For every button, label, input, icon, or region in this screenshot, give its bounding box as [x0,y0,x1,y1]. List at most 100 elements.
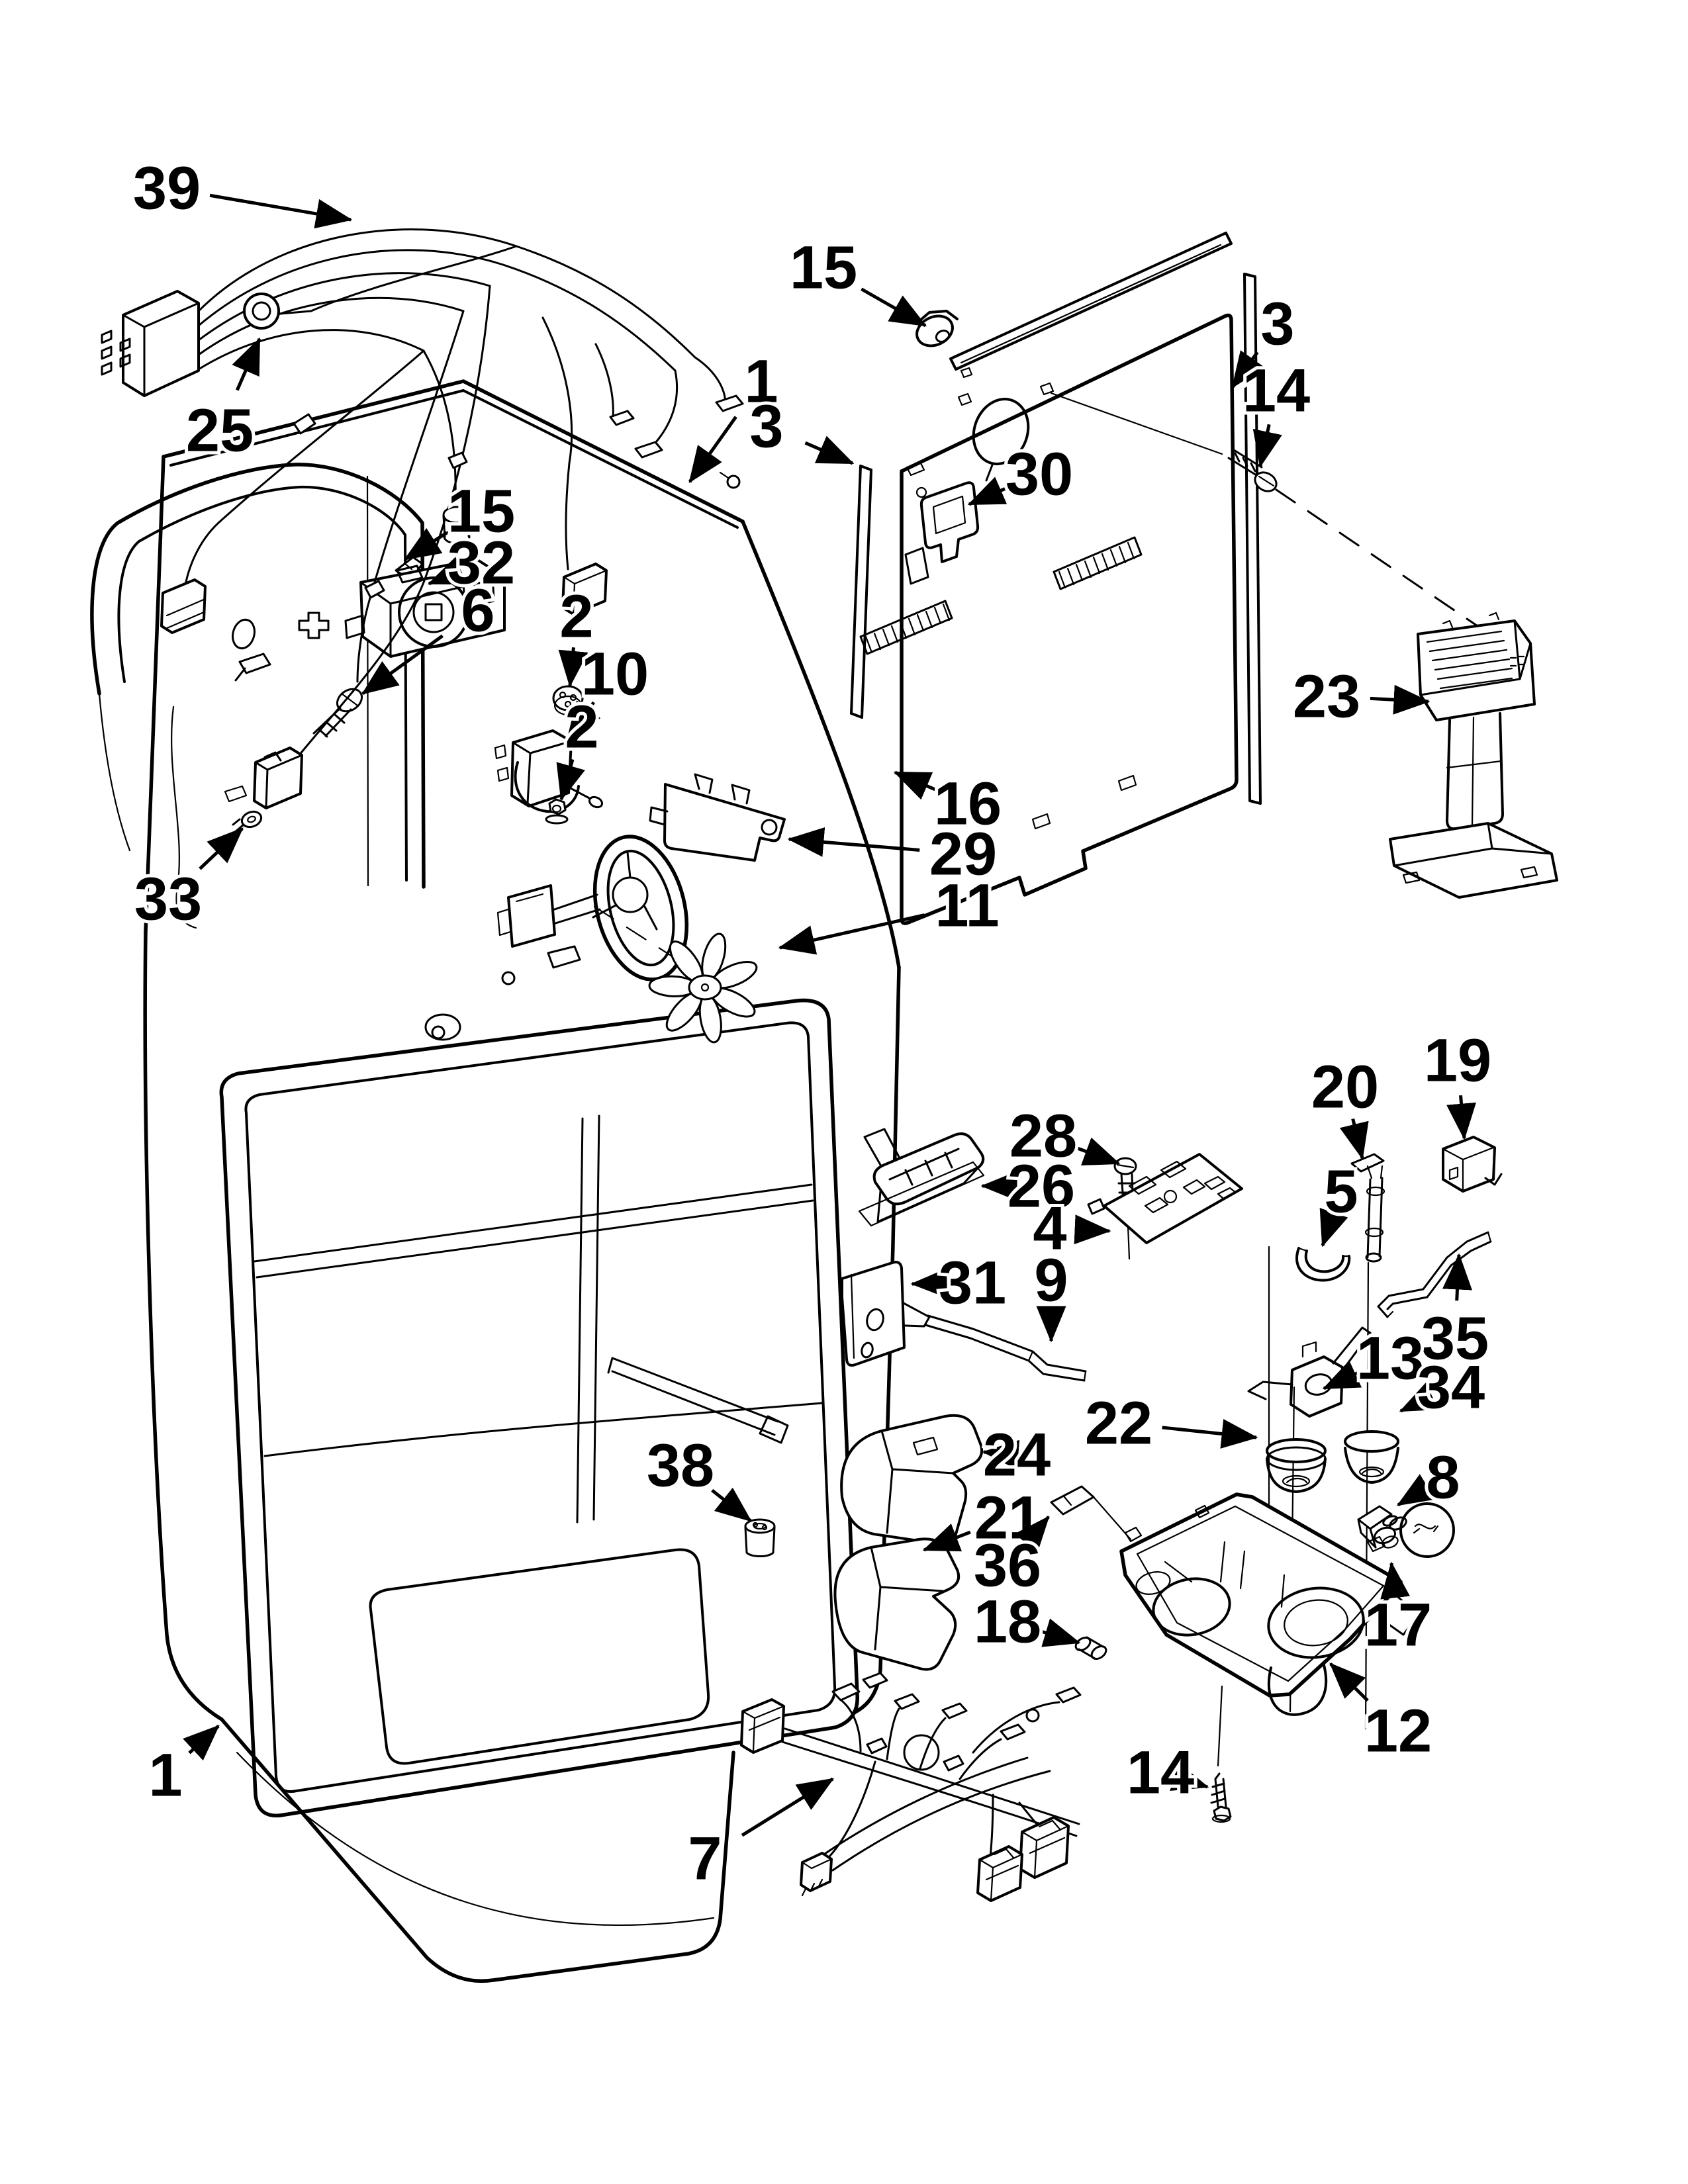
callout-label-30-8: 30 [1006,440,1073,508]
cup-34 [1344,1430,1399,1484]
callout-label-16-9: 16 [934,770,1002,837]
callout-label-7-41: 7 [688,1825,722,1892]
callout-arrow-19-24 [1446,1095,1476,1140]
callout-arrow-34-29 [1399,1383,1439,1413]
callout-label-23-7: 23 [1293,662,1360,730]
callout-label-14-6: 14 [1243,357,1310,424]
air-duct-24 [840,1414,983,1545]
callout-arrow-24-34 [982,1439,1020,1470]
callout-arrow-39-0 [209,193,353,229]
callout-arrow-1-40 [183,1725,220,1761]
cap-15-top [915,310,959,347]
callout-arrow-14-6 [1252,424,1282,468]
wire-harness-39 [101,228,744,809]
callout-arrow-16-9 [893,770,936,800]
callout-arrow-32-13 [427,557,467,586]
callout-label-17-32: 17 [1364,1591,1432,1659]
wire-harness-7 [740,1672,1082,1902]
air-grille-26 [858,1128,985,1227]
callout-arrow-20-25 [1339,1118,1369,1160]
assembly-line-right [1364,1261,1370,1730]
callout-label-20-25: 20 [1311,1053,1379,1120]
callout-label-3-4: 3 [749,392,783,460]
callout-label-5-26: 5 [1324,1158,1358,1225]
callout-label-24-34: 24 [983,1421,1051,1488]
callout-arrow-3-4 [804,435,855,465]
gasket-3-right [1243,273,1262,805]
callout-label-36-36: 36 [974,1531,1041,1599]
callout-arrow-7-41 [741,1777,835,1837]
callout-label-32-13: 32 [447,529,515,596]
callout-arrow-11-11 [778,913,925,955]
callout-arrow-23-7 [1370,684,1430,715]
fan-blade-11 [648,933,758,1044]
gasket-3-left [850,465,872,719]
push-pin-33 [232,810,263,834]
callout-arrow-36-36 [1014,1516,1050,1553]
callout-label-38-39: 38 [647,1432,714,1499]
callout-arrow-29-10 [787,827,920,857]
screw-14-lower [1210,1685,1232,1823]
callout-label-1-40: 1 [148,1741,182,1809]
terminal-block-19 [1442,1136,1503,1193]
callout-label-14-38: 14 [1127,1739,1194,1806]
callout-arrow-18-37 [1039,1618,1081,1647]
callout-arrow-38-39 [711,1487,752,1522]
lamp-housing-12 [1119,1492,1419,1716]
spacer-pin-18 [1074,1636,1107,1661]
refrigerator-liner [143,379,901,1983]
callout-arrow-8-31 [1396,1474,1436,1507]
callout-arrow-14-38 [1170,1762,1209,1791]
callout-arrow-33-18 [199,827,244,870]
callout-label-11-11: 11 [935,872,999,939]
grommet-38 [744,1518,776,1558]
callout-arrow-2-17 [556,758,585,801]
callout-arrow-6-14 [361,634,444,696]
callout-label-39-0: 39 [133,154,201,222]
callout-label-10-16: 10 [581,640,649,707]
bulb-socket-8 [1357,1505,1399,1549]
vent-grille-mid [1053,536,1143,590]
callout-arrow-15-12 [403,527,448,561]
callout-arrow-13-28 [1322,1360,1362,1390]
callout-arrow-31-23 [910,1268,947,1298]
callout-label-4-21: 4 [1033,1195,1066,1262]
callout-arrow-17-32 [1380,1561,1410,1600]
callout-label-28-19: 28 [1009,1102,1077,1169]
fan-shroud-29 [496,773,786,981]
nut-2-lower [545,798,569,825]
callout-arrow-10-16 [566,700,601,739]
callout-label-15-2: 15 [790,234,857,301]
callout-label-29-10: 29 [929,820,997,887]
callout-label-12-33: 12 [1364,1697,1432,1764]
wire-bracket-35 [1377,1231,1492,1318]
liner-back-wall [90,463,426,889]
callout-arrow-35-27 [1442,1253,1472,1301]
clip-5 [1295,1247,1351,1282]
callout-label-8-31: 8 [1426,1443,1460,1511]
gasket-3-top [949,232,1233,371]
callout-label-31-23: 31 [939,1249,1006,1316]
callout-arrow-15-2 [861,287,927,328]
callout-label-3-5: 3 [1260,290,1294,357]
callout-arrow-12-33 [1329,1662,1369,1702]
lamp-socket-13 [1247,1326,1372,1418]
evaporator-panel-16 [859,313,1239,925]
callout-label-18-37: 18 [974,1588,1041,1655]
callout-label-33-18: 33 [134,865,202,933]
callout-arrow-25-1 [232,337,261,391]
callout-label-25-1: 25 [186,396,254,464]
label-tag-36 [1050,1485,1132,1541]
callout-label-35-27: 35 [1421,1304,1489,1372]
callout-label-15-12: 15 [447,477,515,545]
callout-label-1-3: 1 [744,347,778,415]
callout-arrow-1-3 [688,416,737,484]
callout-label-34-29: 34 [1417,1353,1485,1421]
air-duct-21 [833,1537,961,1671]
callout-label-13-28: 13 [1356,1324,1424,1392]
callout-arrow-4-21 [1074,1214,1111,1245]
callout-label-2-17: 2 [565,693,598,760]
callout-arrow-28-19 [1076,1137,1121,1165]
